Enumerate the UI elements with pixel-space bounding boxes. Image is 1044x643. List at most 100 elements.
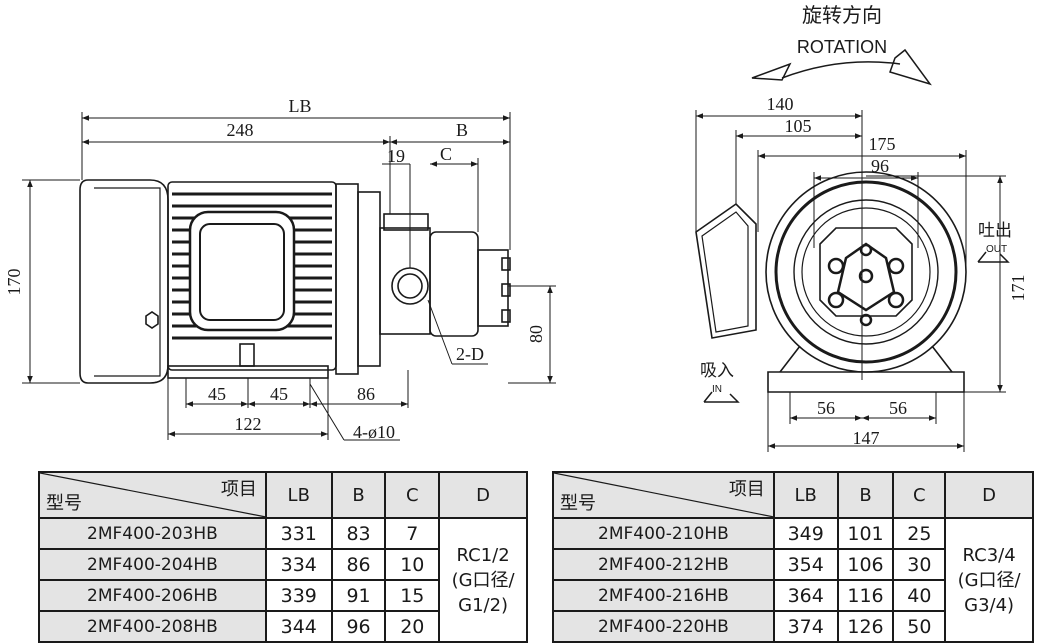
- dim-171-label: 171: [1008, 275, 1028, 302]
- side-view: [79, 179, 511, 384]
- inlet-cn-label: 吸入: [700, 361, 734, 381]
- dim-105-label: 105: [785, 116, 812, 136]
- dim-86-label: 86: [357, 384, 375, 404]
- b-cell: 96: [330, 610, 387, 643]
- front-bolt-1: [827, 257, 845, 275]
- c-cell: 20: [384, 610, 441, 643]
- b-cell: 126: [836, 610, 895, 643]
- pump-shaft: [858, 268, 874, 284]
- model-cell: 2MF400-204HB: [38, 548, 267, 581]
- b-cell: 116: [836, 579, 895, 612]
- table-header-row: 项目 型号 LB B C D: [38, 471, 528, 519]
- lb-cell: 344: [264, 610, 333, 643]
- lb-cell: 349: [772, 517, 839, 550]
- pump-body-front: [819, 227, 913, 317]
- side-view-dimensions: [22, 112, 556, 441]
- table-row: 2MF400-204HB 334 86 10: [38, 548, 527, 581]
- pump-cover: [477, 249, 509, 327]
- fan-cover-inner: [94, 187, 161, 377]
- dim-45a-label: 45: [208, 384, 226, 404]
- front-view-dimensions: [695, 110, 1006, 452]
- b-cell: 83: [330, 517, 387, 550]
- table-row: 2MF400-216HB 364 116 40: [552, 579, 1033, 612]
- model-cell: 2MF400-216HB: [552, 579, 775, 612]
- pump-flange-ring: [793, 199, 939, 345]
- base-ribs: [779, 345, 953, 373]
- outlet-en-label: OUT: [986, 244, 1007, 255]
- c-cell: 10: [384, 548, 441, 581]
- dim-170-label: 170: [4, 269, 24, 296]
- hex-bolt: [145, 311, 159, 329]
- foot-web: [239, 343, 255, 367]
- c-cell: 50: [892, 610, 947, 643]
- front-bolt-2: [887, 257, 905, 275]
- dim-56b-label: 56: [889, 398, 907, 418]
- terminal-box-cover: [199, 223, 285, 321]
- corner-header-cell: 项目 型号: [38, 471, 267, 519]
- d-line: RC1/2: [456, 544, 510, 566]
- fan-cover: [79, 179, 169, 384]
- pump-body: [429, 231, 479, 337]
- d-line: (G口径/: [957, 569, 1021, 591]
- front-bolt-5: [859, 243, 873, 257]
- dim-b-label: B: [456, 120, 468, 140]
- lb-cell: 354: [772, 548, 839, 581]
- dim-56a-label: 56: [817, 398, 835, 418]
- rotation-head-arrow: [889, 48, 932, 86]
- spec-table-2: 项目 型号 LB B C D 2MF400-210HB 349 101 25 R…: [552, 471, 1034, 643]
- lb-cell: 331: [264, 517, 333, 550]
- table-header-row: 项目 型号 LB B C D: [552, 471, 1034, 519]
- motor-outline: [765, 171, 967, 373]
- cover-bolt-1: [501, 257, 511, 271]
- inlet-marker: 吸入 IN: [700, 361, 740, 403]
- header-item-label: 项目: [728, 479, 765, 500]
- table-row: 2MF400-212HB 354 106 30: [552, 548, 1033, 581]
- corner-diagonal: [554, 473, 774, 517]
- b-cell: 86: [330, 548, 387, 581]
- dim-96-label: 96: [871, 156, 889, 176]
- c-cell: 15: [384, 579, 441, 612]
- header-item-label: 项目: [220, 479, 257, 500]
- motor-fins-ring: [774, 180, 958, 364]
- motor-foot: [167, 365, 329, 379]
- pump-flange-inner: [801, 207, 931, 337]
- motor-flange: [335, 183, 359, 375]
- header-model-label: 型号: [560, 493, 596, 514]
- pump-bracket: [379, 227, 431, 335]
- rotation-indicator: 旋转方向 ROTATION: [751, 3, 932, 86]
- model-cell: 2MF400-220HB: [552, 610, 775, 643]
- front-bolt-3: [827, 291, 845, 309]
- dim-175-label: 175: [869, 134, 896, 154]
- inlet-en-label: IN: [712, 384, 722, 395]
- front-bolt-4: [887, 291, 905, 309]
- port-d-inner: [397, 273, 423, 299]
- d-line: RC3/4: [962, 544, 1016, 566]
- outlet-cn-label: 吐出: [978, 221, 1012, 241]
- b-cell: 91: [330, 579, 387, 612]
- table-row: 2MF400-203HB 331 83 7 RC1/2 (G口径/ G1/2): [38, 517, 528, 643]
- spec-table-1: 项目 型号 LB B C D 2MF400-203HB 331 83 7 RC1…: [38, 471, 528, 643]
- b-cell: 101: [836, 517, 895, 550]
- table-row: 2MF400-210HB 349 101 25 RC3/4 (G口径/ G3/4…: [552, 517, 1034, 643]
- dim-4-hole-label: 4-ø10: [353, 422, 395, 442]
- lb-cell: 334: [264, 548, 333, 581]
- rotation-tail-arrow: [751, 62, 792, 81]
- front-bolt-6: [859, 313, 873, 327]
- model-cell: 2MF400-212HB: [552, 548, 775, 581]
- header-model-label: 型号: [46, 493, 82, 514]
- base-foot-front: [767, 371, 965, 393]
- dim-c-label: C: [440, 144, 452, 164]
- dim-80-label: 80: [526, 325, 546, 343]
- side-view-labels: LB 248 B 19 C 170 80 2-D 45 45 86 122 4-…: [4, 96, 546, 442]
- b-cell: 106: [836, 548, 895, 581]
- dim-147-label: 147: [853, 428, 880, 448]
- d-line: G3/4): [964, 594, 1015, 616]
- inlet-arrow-icon: [703, 391, 740, 403]
- c-cell: 40: [892, 579, 947, 612]
- d-line: G1/2): [458, 594, 509, 616]
- header-c: C: [892, 471, 947, 519]
- header-d: D: [438, 471, 528, 519]
- corner-header-cell: 项目 型号: [552, 471, 775, 519]
- c-cell: 30: [892, 548, 947, 581]
